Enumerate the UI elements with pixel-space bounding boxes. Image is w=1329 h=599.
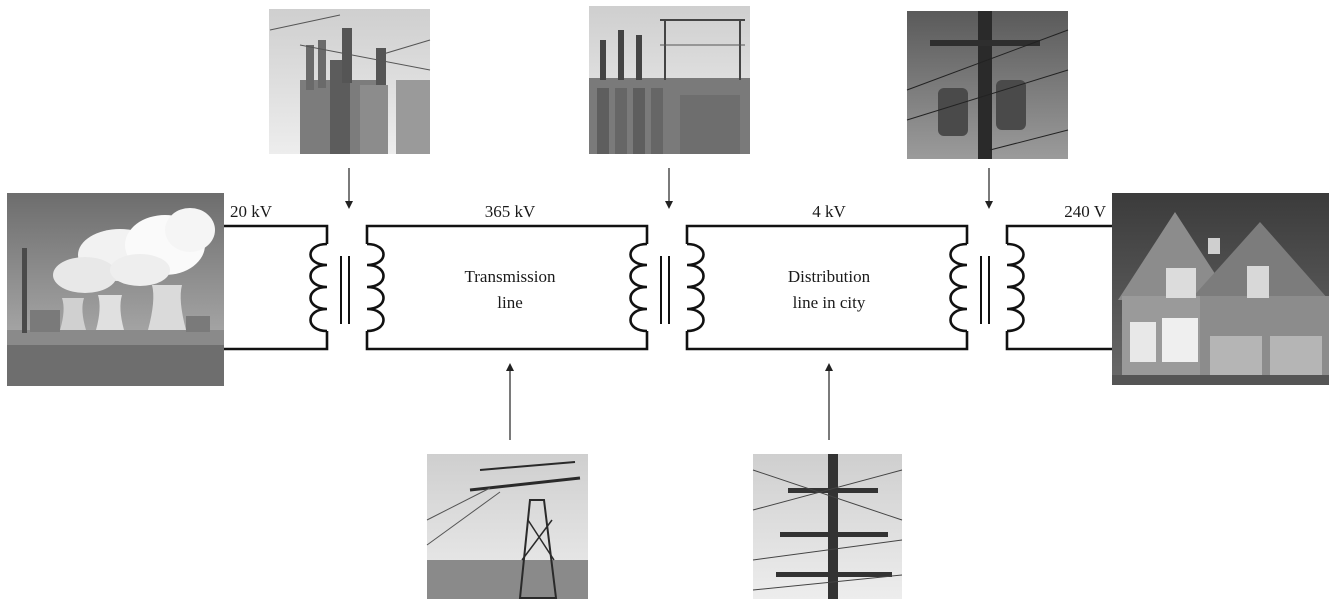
pole-transformer-symbol [949,242,1025,333]
segment-label-transmission-line2: line [497,293,523,312]
voltage-label-transmission: 365 kV [485,202,536,221]
distribution-circuit [685,224,969,351]
transmission-tower-photo [426,454,588,599]
transmission-circuit [365,224,649,351]
segment-label-distribution-line1: Distribution [788,267,871,286]
house-photo [1112,193,1329,385]
arrow-step-up-transformer [345,168,353,209]
voltage-label-distribution: 4 kV [812,202,846,221]
step-up-transformer-symbol [309,242,385,333]
segment-label-transmission-line1: Transmission [464,267,556,286]
substation-photo [589,6,750,154]
power-plant-photo [7,193,224,386]
arrow-substation [665,168,673,209]
voltage-label-home: 240 V [1064,202,1106,221]
step-up-transformer-photo [269,9,431,154]
arrow-distribution-pole [825,363,833,440]
arrow-pole-transformer [985,168,993,209]
distribution-pole-photo [752,454,903,599]
segment-label-distribution-line2: line in city [793,293,866,312]
voltage-label-generation: 20 kV [230,202,273,221]
home-circuit [1005,224,1112,351]
substation-transformer-symbol [629,242,705,333]
arrow-transmission-tower [506,363,514,440]
pole-transformer-photo [906,11,1069,159]
generation-circuit [224,224,329,351]
